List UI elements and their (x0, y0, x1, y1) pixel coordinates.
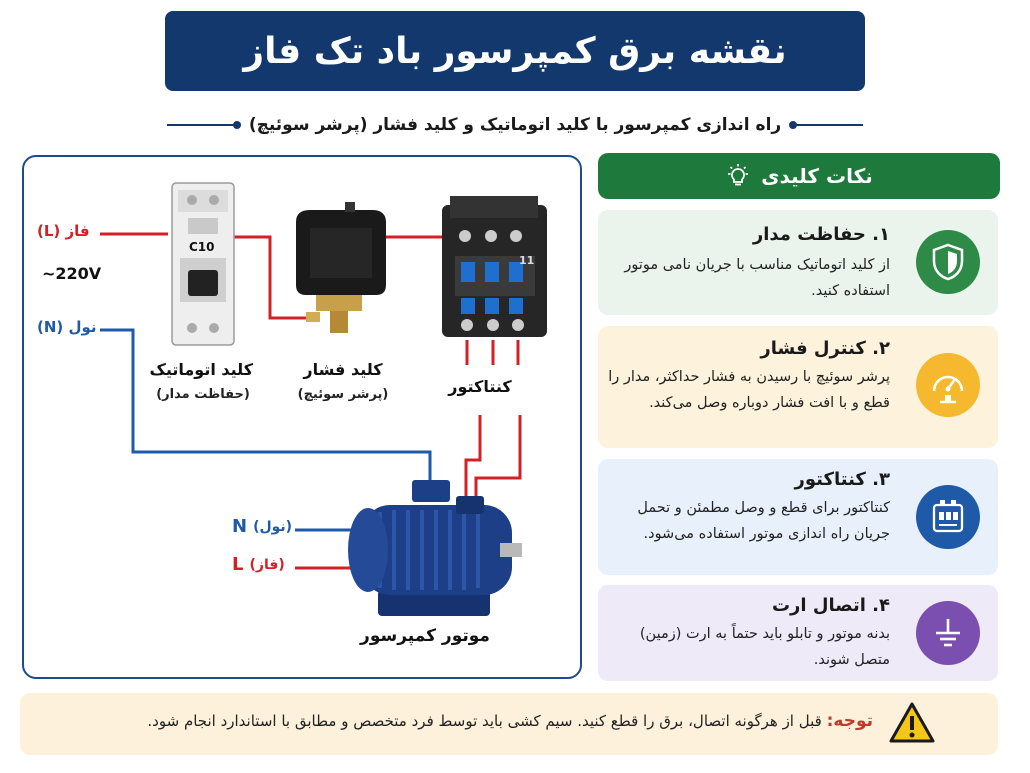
warning-text: قبل از هرگونه اتصال، برق را قطع کنید. سی… (147, 712, 822, 730)
key-point-text: پرشر سوئیچ با رسیدن به فشار حداکثر، مدار… (608, 369, 890, 411)
breaker-name: کلید اتوماتیک (149, 360, 253, 379)
contactor-name: کنتاکتور (448, 377, 512, 396)
subtitle-divider-left (166, 121, 241, 129)
pressure-switch-name: کلید فشار (303, 360, 383, 379)
key-point-text: از کلید اتوماتیک مناسب با جریان نامی موت… (624, 257, 890, 299)
motor-name: موتور کمپرسور (360, 626, 490, 646)
motor-neutral-text: (نول) (253, 518, 293, 535)
warning-text-line: توجه: قبل از هرگونه اتصال، برق را قطع کن… (147, 711, 873, 731)
neutral-source-label: نول (N) (37, 318, 97, 336)
key-point-card-4: ۴. اتصال ارت بدنه موتور و تابلو باید حتم… (598, 585, 998, 681)
key-point-title: ۱. حفاظت مدار (752, 224, 890, 245)
pressure-gauge-icon (916, 353, 980, 417)
warning-banner: توجه: قبل از هرگونه اتصال، برق را قطع کن… (20, 693, 998, 755)
phase-source-label: فاز (L) (37, 222, 90, 240)
key-point-card-2: ۲. کنترل فشار پرشر سوئیچ با رسیدن به فشا… (598, 326, 998, 448)
contactor-icon (916, 485, 980, 549)
lightbulb-icon (728, 164, 749, 186)
motor-neutral-terminal-label: N (نول) (232, 516, 292, 537)
key-points-header: نکات کلیدی (598, 153, 1000, 199)
contactor-mark: 11 (519, 254, 535, 267)
breaker-rating: C10 (189, 240, 215, 254)
circuit-breaker (171, 182, 235, 346)
warning-label: توجه: (826, 711, 873, 731)
key-point-title: ۴. اتصال ارت (771, 595, 890, 616)
wiring-diagram-svg (100, 182, 547, 616)
motor-phase-letter: L (232, 554, 244, 575)
subtitle-divider-right (789, 121, 864, 129)
key-point-card-1: ۱. حفاظت مدار از کلید اتوماتیک مناسب با … (598, 210, 998, 315)
subtitle: راه اندازی کمپرسور با کلید اتوماتیک و کل… (248, 115, 782, 135)
shield-icon (916, 230, 980, 294)
warning-icon (888, 701, 936, 749)
key-point-card-3: ۳. کنتاکتور کنتاکتور برای قطع و وصل مطمئ… (598, 459, 998, 575)
phase-wire-contactor-to-motor-b (474, 415, 522, 505)
contactor (442, 196, 547, 337)
key-point-title: ۳. کنتاکتور (794, 469, 891, 490)
pressure-switch (296, 202, 386, 333)
breaker-subtitle: (حفاظت مدار) (156, 387, 250, 402)
motor-phase-text: (فاز) (249, 556, 285, 573)
neutral-wire (100, 328, 432, 492)
key-point-title: ۲. کنترل فشار (760, 338, 890, 359)
subtitle-row: راه اندازی کمپرسور با کلید اتوماتیک و کل… (165, 108, 865, 142)
phase-wire-contactor-to-motor-a (464, 415, 482, 505)
page-title: نقشه برق کمپرسور باد تک فاز (165, 11, 865, 91)
compressor-motor (348, 480, 522, 616)
motor-neutral-letter: N (232, 516, 248, 537)
key-point-text: کنتاکتور برای قطع و وصل مطمئن و تحمل جری… (637, 500, 890, 542)
voltage-label: 220V~ (42, 264, 102, 283)
motor-phase-terminal-label: L (فاز) (232, 554, 285, 575)
key-points-title: نکات کلیدی (761, 164, 873, 188)
ground-icon (916, 601, 980, 665)
pressure-switch-subtitle: (پرشر سوئیچ) (297, 387, 389, 402)
key-point-text: بدنه موتور و تابلو باید حتماً به ارت (زم… (639, 626, 890, 668)
phase-wire-breaker-to-pressure (232, 235, 306, 320)
